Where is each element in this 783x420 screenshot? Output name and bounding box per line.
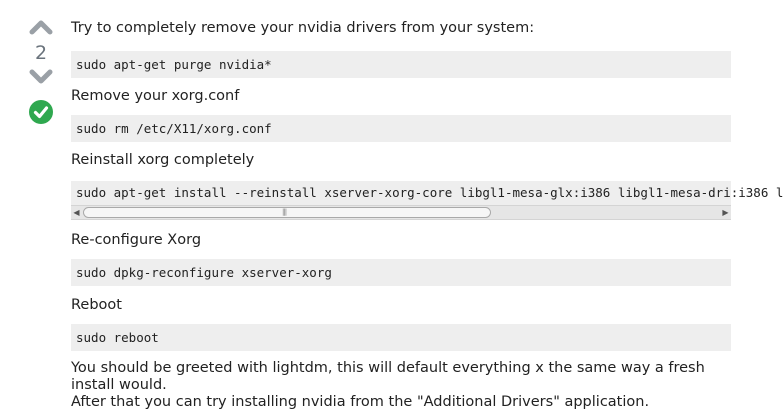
outro-line-2: After that you can try installing nvidia… bbox=[71, 394, 650, 410]
step-text-reinstall: Reinstall xorg completely bbox=[71, 152, 255, 168]
code-block-rm: sudo rm /etc/X11/xorg.conf bbox=[71, 115, 731, 142]
upvote-chevron-up-icon[interactable] bbox=[29, 18, 53, 36]
code-block-purge: sudo apt-get purge nvidia* bbox=[71, 51, 731, 78]
downvote-chevron-down-icon[interactable] bbox=[29, 68, 53, 86]
scroll-left-icon[interactable]: ◀ bbox=[73, 208, 80, 217]
accepted-check-circle-icon bbox=[29, 100, 53, 124]
outro-line-1: You should be greeted with lightdm, this… bbox=[71, 360, 705, 393]
code-block-dpkg: sudo dpkg-reconfigure xserver-xorg bbox=[71, 259, 731, 286]
grip-icon: ||| bbox=[282, 208, 287, 216]
answer-body: Try to completely remove your nvidia dri… bbox=[71, 18, 783, 411]
code-block-reinstall-text: sudo apt-get install --reinstall xserver… bbox=[71, 181, 783, 205]
step-text-reboot: Reboot bbox=[71, 297, 122, 313]
intro-text: Try to completely remove your nvidia dri… bbox=[71, 20, 535, 36]
horizontal-scrollbar[interactable]: ◀ ||| ▶ bbox=[71, 205, 731, 220]
code-block-reinstall: sudo apt-get install --reinstall xserver… bbox=[71, 181, 783, 220]
code-block-reboot: sudo reboot bbox=[71, 324, 731, 351]
vote-count: 2 bbox=[34, 42, 48, 64]
scrollbar-thumb[interactable]: ||| bbox=[83, 207, 491, 218]
step-text-remove-xorg: Remove your xorg.conf bbox=[71, 88, 240, 104]
scroll-right-icon[interactable]: ▶ bbox=[722, 208, 729, 217]
step-text-reconfigure: Re-configure Xorg bbox=[71, 232, 202, 248]
